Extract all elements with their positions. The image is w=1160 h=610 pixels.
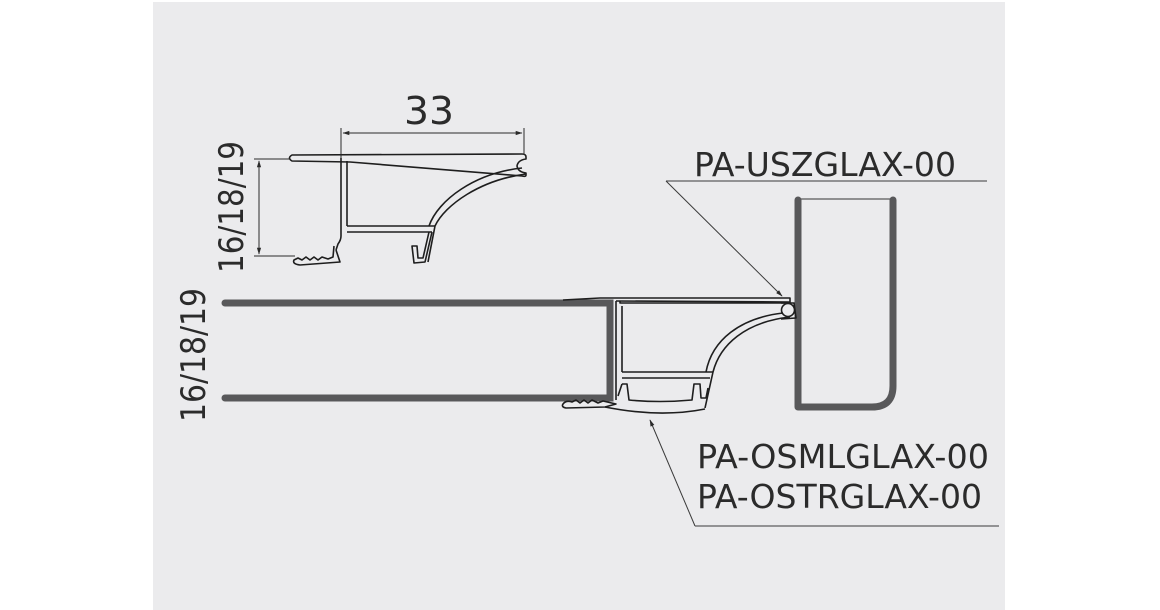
assembled-profile <box>561 297 797 414</box>
panel-thickness-label: 16/18/19 <box>174 288 214 422</box>
detail-profile <box>288 153 527 266</box>
width-dimension <box>340 128 525 158</box>
width-dimension-label: 33 <box>404 89 454 133</box>
part-label-top: PA-USZGLAX-00 <box>694 145 956 184</box>
leader-top-part <box>665 180 987 297</box>
height-dimension-label: 16/18/19 <box>212 141 252 273</box>
part-label-bottom-1: PA-OSMLGLAX-00 <box>697 437 989 476</box>
part-label-bottom-2: PA-OSTRGLAX-00 <box>697 477 982 516</box>
leader-bottom-parts <box>649 419 999 527</box>
height-dimension <box>254 158 295 257</box>
right-glass-panel <box>794 196 897 411</box>
left-glass-panel <box>221 299 614 402</box>
